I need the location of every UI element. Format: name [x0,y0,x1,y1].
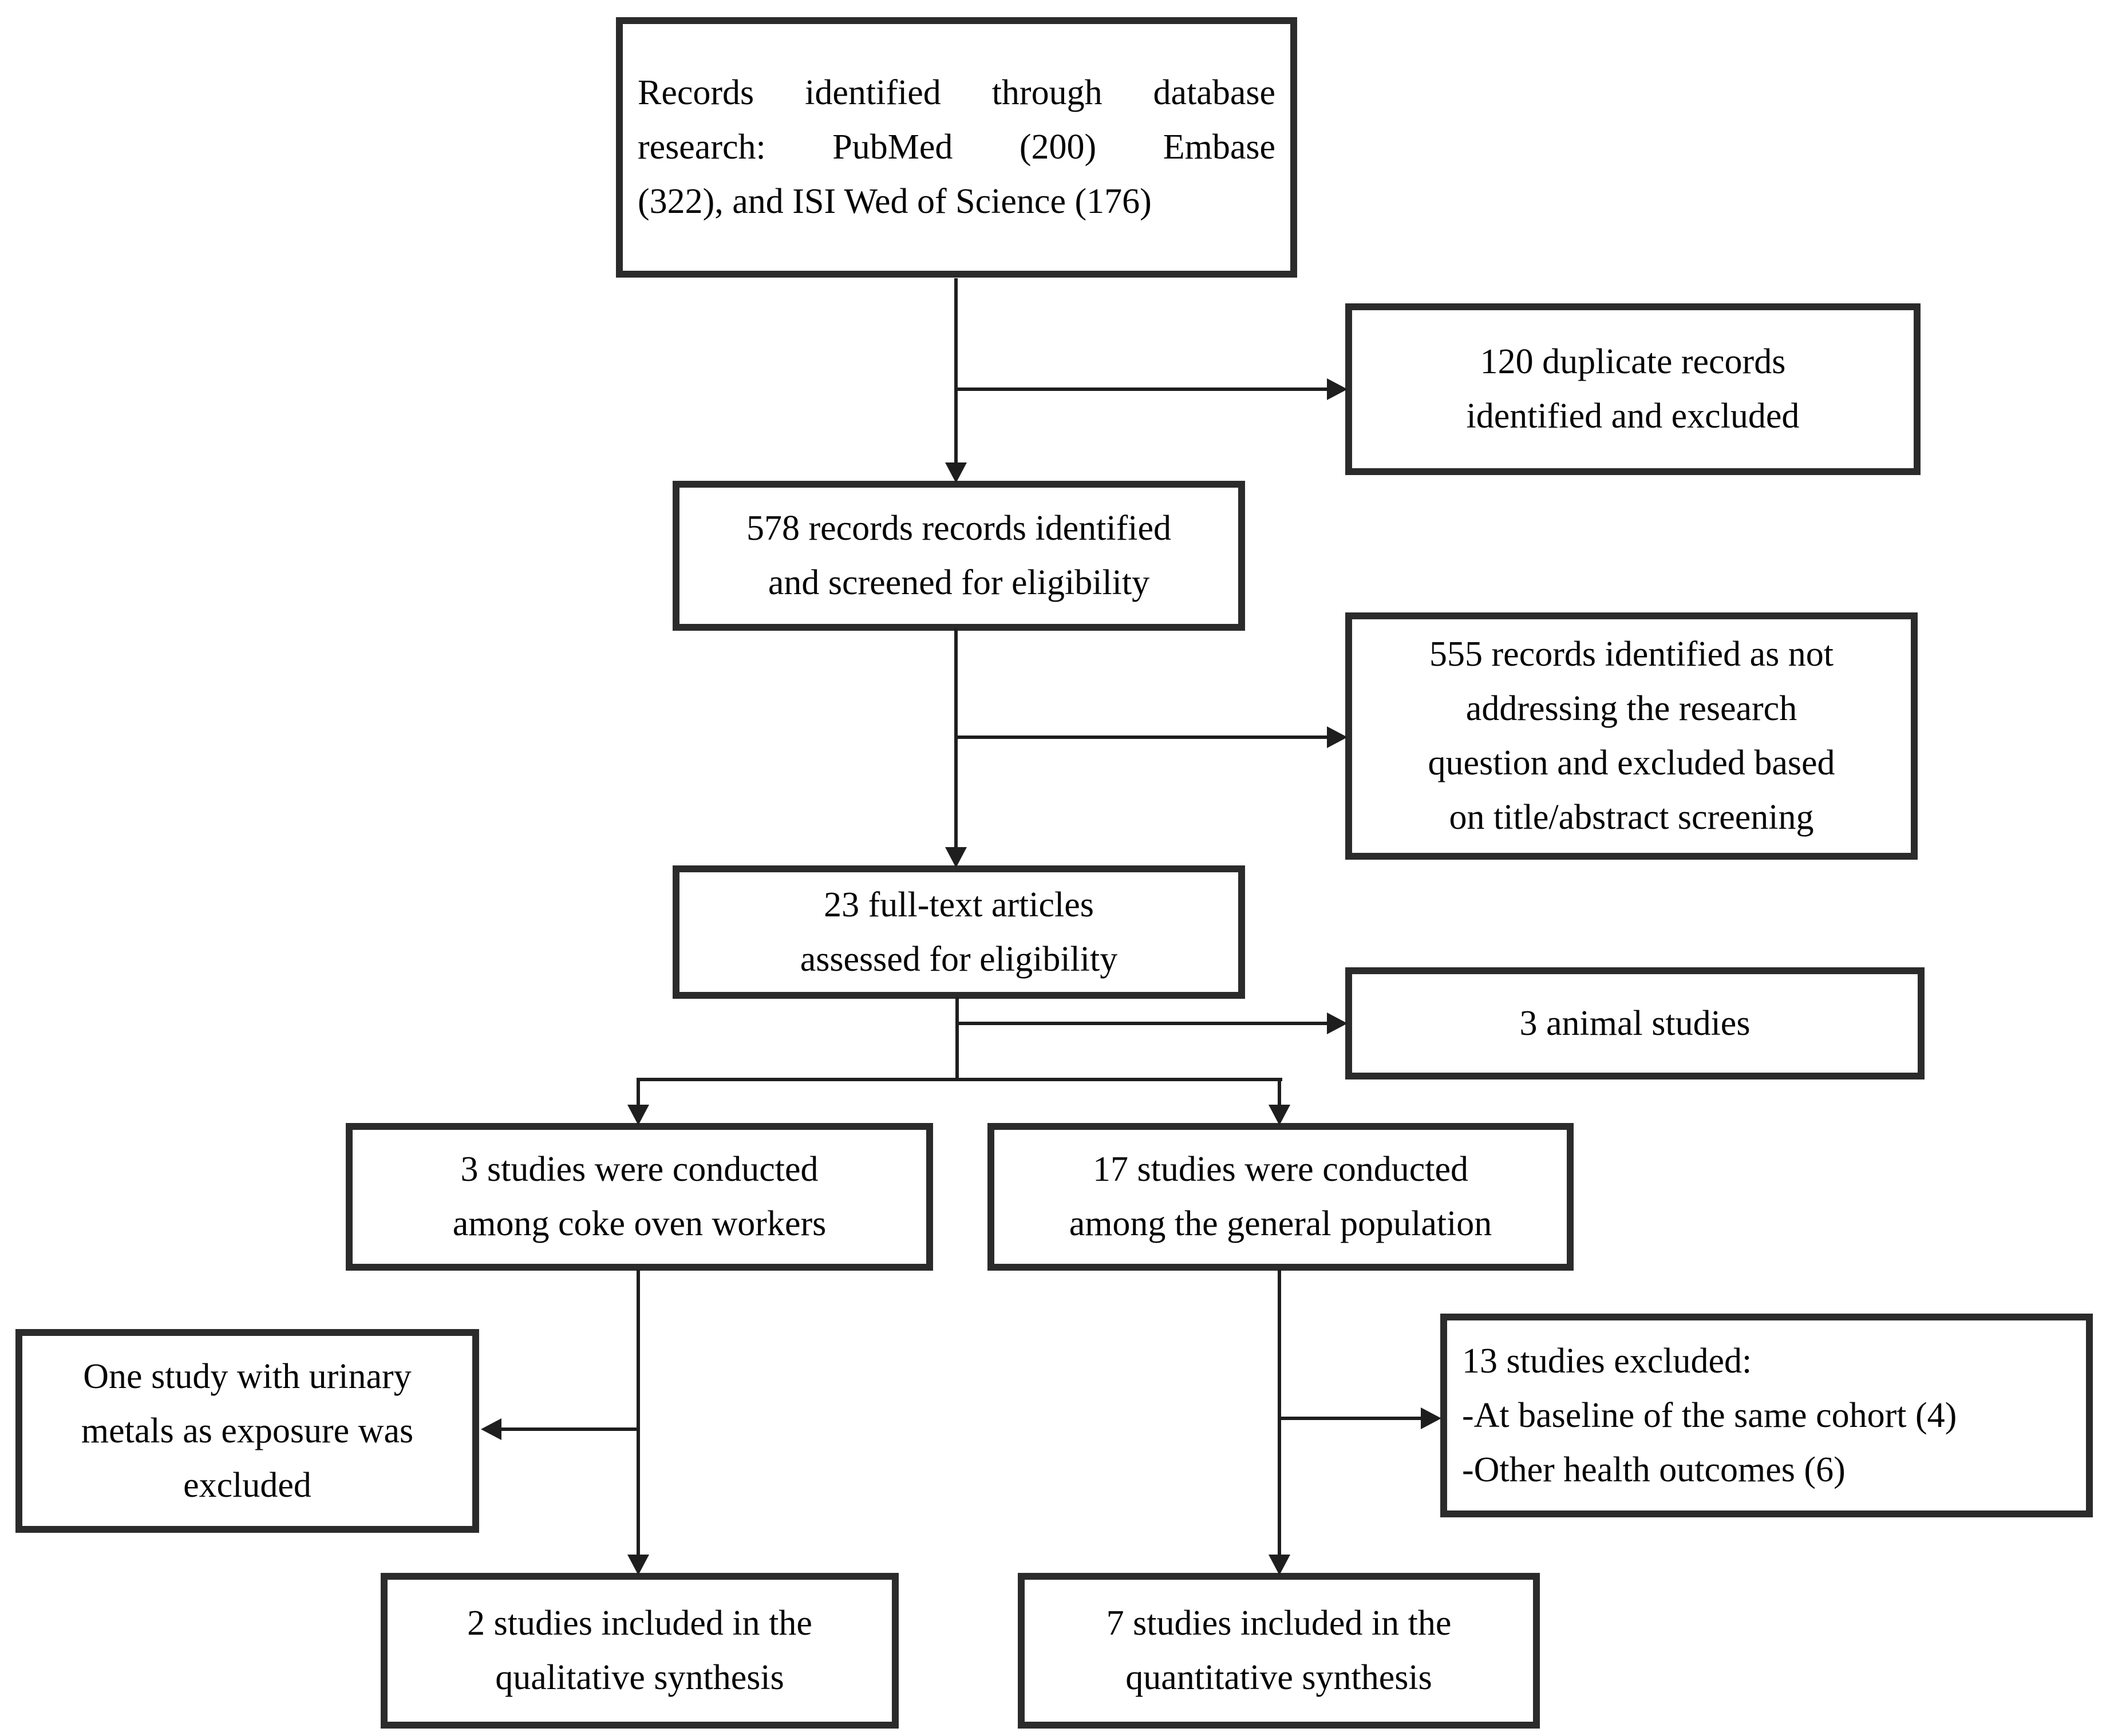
node-animal-studies-text: 3 animal studies [1352,996,1918,1051]
node-coke-oven-workers: 3 studies were conducted among coke oven… [346,1123,933,1271]
text-line: qualitative synthesis [495,1658,784,1697]
node-urinary-metals-excluded-text: One study with urinary metals as exposur… [22,1350,472,1513]
text-line: -At baseline of the same cohort (4) [1462,1395,1957,1435]
text-line: metals as exposure was [81,1411,414,1450]
connector-fulltext-animal [957,1022,1328,1025]
arrowhead-right-icon [1327,726,1348,748]
text-line: (322), and ISI Wed of Science (176) [638,182,1152,221]
connector-screened-notaddressing [956,735,1328,739]
text-line: identified and excluded [1466,397,1800,436]
node-fulltext-assessed-text: 23 full-text articles assessed for eligi… [679,878,1238,987]
text-line: Records identified through database [638,73,1275,112]
text-line: 120 duplicate records [1480,342,1786,381]
node-coke-oven-workers-text: 3 studies were conducted among coke oven… [353,1142,926,1251]
text-line: among coke oven workers [452,1204,827,1243]
arrowhead-left-icon [481,1418,501,1440]
arrowhead-down-icon [945,462,967,483]
connector-cokeoven-urinary [500,1427,640,1431]
node-general-population-text: 17 studies were conducted among the gene… [994,1142,1567,1251]
arrowhead-down-icon [627,1555,649,1575]
arrowhead-right-icon [1327,378,1348,400]
node-qualitative-synthesis-text: 2 studies included in the qualitative sy… [388,1596,892,1705]
arrowhead-right-icon [1421,1407,1441,1429]
node-duplicates-excluded: 120 duplicate records identified and exc… [1345,303,1921,475]
node-quantitative-synthesis-text: 7 studies included in the quantitative s… [1025,1596,1533,1705]
arrowhead-down-icon [945,847,967,868]
text-line: excluded [183,1465,311,1505]
connector-split-cokeoven [637,1079,640,1106]
node-13-studies-excluded: 13 studies excluded: -At baseline of the… [1440,1314,2093,1517]
text-line: 7 studies included in the [1106,1604,1452,1643]
connector-fulltext-split [955,997,959,1081]
connector-split-bar [637,1078,1282,1081]
text-line: 17 studies were conducted [1093,1150,1468,1189]
node-quantitative-synthesis: 7 studies included in the quantitative s… [1018,1573,1540,1729]
text-line: addressing the research [1465,689,1797,728]
text-line: 555 records identified as not [1429,635,1834,674]
text-line: and screened for eligibility [768,563,1150,602]
node-general-population: 17 studies were conducted among the gene… [987,1123,1574,1271]
text-line: 2 studies included in the [467,1604,812,1643]
text-line: on title/abstract screening [1449,798,1814,837]
text-line: 13 studies excluded: [1462,1341,1752,1381]
text-line: quantitative synthesis [1125,1658,1432,1697]
connector-identification-screened [954,278,958,464]
node-records-screened-text: 578 records records identified and scree… [679,501,1238,610]
text-line: question and excluded based [1428,744,1835,782]
node-fulltext-assessed: 23 full-text articles assessed for eligi… [673,865,1245,999]
node-qualitative-synthesis: 2 studies included in the qualitative sy… [381,1573,899,1729]
connector-identification-duplicates [956,387,1328,391]
node-urinary-metals-excluded: One study with urinary metals as exposur… [15,1329,479,1533]
arrowhead-down-icon [1269,1555,1290,1575]
text-line: 578 records records identified [746,509,1171,548]
text-line: assessed for eligibility [800,939,1118,979]
text-line: 23 full-text articles [824,885,1094,924]
connector-cokeoven-qualitative [637,1270,640,1556]
arrowhead-right-icon [1327,1013,1348,1034]
text-line: 3 studies were conducted [460,1150,819,1189]
text-line: -Other health outcomes (6) [1462,1450,1846,1489]
node-not-addressing-excluded-text: 555 records identified as not addressing… [1352,627,1911,845]
node-records-screened: 578 records records identified and scree… [673,481,1245,631]
text-line: 3 animal studies [1519,1003,1751,1043]
node-13-studies-excluded-text: 13 studies excluded: -At baseline of the… [1447,1334,2086,1497]
node-not-addressing-excluded: 555 records identified as not addressing… [1345,612,1918,860]
arrowhead-down-icon [627,1105,649,1125]
arrowhead-down-icon [1269,1105,1290,1125]
connector-split-genpop [1278,1079,1281,1106]
text-line: research: PubMed (200) Embase [638,128,1275,167]
node-animal-studies: 3 animal studies [1345,967,1925,1079]
node-duplicates-excluded-text: 120 duplicate records identified and exc… [1352,335,1914,444]
node-records-identified: Records identified through database rese… [616,17,1297,278]
connector-genpop-excluded13 [1279,1417,1423,1420]
text-line: among the general population [1069,1204,1492,1243]
connector-genpop-quantitative [1278,1270,1281,1556]
node-records-identified-text: Records identified through database rese… [623,66,1290,229]
text-line: One study with urinary [83,1357,412,1396]
